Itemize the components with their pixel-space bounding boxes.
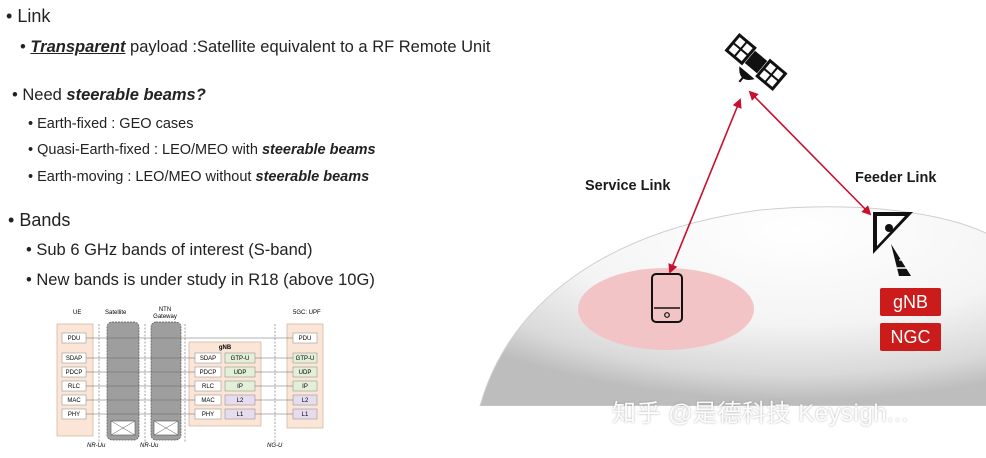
ue-stack: SDAP PDCP RLC MAC PHY bbox=[61, 352, 87, 420]
svg-text:PDCP: PDCP bbox=[200, 370, 217, 376]
bullet-quasi: • Quasi-Earth-fixed : LEO/MEO with steer… bbox=[28, 142, 376, 158]
nr-uu-label-1: NR-Uu bbox=[87, 443, 106, 449]
stack-ntn-label-2: Gateway bbox=[153, 314, 177, 320]
gnb-box: gNB bbox=[880, 288, 941, 316]
svg-text:RLC: RLC bbox=[68, 384, 81, 390]
svg-text:RLC: RLC bbox=[202, 384, 215, 390]
ntn-scene: Service Link Feeder Link gNB NGC bbox=[470, 0, 986, 453]
svg-text:SDAP: SDAP bbox=[66, 356, 82, 362]
transparent-emphasis: Transparent bbox=[30, 38, 126, 56]
bullet-earth-fixed: • Earth-fixed : GEO cases bbox=[28, 116, 194, 132]
watermark: 知乎 @是德科技 Keysigh... bbox=[612, 400, 909, 427]
svg-text:L1: L1 bbox=[302, 412, 309, 418]
ue-pdu: PDU bbox=[68, 336, 81, 342]
stack-upf-label: 5GC: UPF bbox=[293, 310, 321, 316]
svg-text:L2: L2 bbox=[302, 398, 309, 404]
gnb-stack: SDAP GTP-U PDCP UDP RLC IP MAC L2 PHY L1 bbox=[194, 352, 256, 420]
svg-text:SDAP: SDAP bbox=[200, 356, 216, 362]
stack-satellite-label: Satellite bbox=[105, 310, 127, 316]
stack-ntn-label-1: NTN bbox=[159, 307, 171, 313]
satellite-icon bbox=[724, 32, 788, 92]
svg-text:MAC: MAC bbox=[201, 398, 215, 404]
nr-uu-label-2: NR-Uu bbox=[140, 443, 159, 449]
svg-text:L1: L1 bbox=[237, 412, 244, 418]
upf-pdu: PDU bbox=[299, 336, 312, 342]
stack-ue-label: UE bbox=[73, 310, 81, 316]
ntn-scene-svg bbox=[470, 32, 986, 453]
bullet-transparent: • Transparent payload :Satellite equival… bbox=[20, 38, 491, 56]
bullet-need: • Need steerable beams? bbox=[12, 86, 206, 104]
protocol-stack-diagram: UE Satellite NTN Gateway 5GC: UPF PDU SD… bbox=[56, 307, 324, 449]
service-link-label: Service Link bbox=[585, 178, 671, 194]
svg-text:L2: L2 bbox=[237, 398, 244, 404]
phone-icon bbox=[651, 273, 683, 323]
svg-text:GTP-U: GTP-U bbox=[231, 356, 250, 362]
bullet-moving: • Earth-moving : LEO/MEO without steerab… bbox=[28, 169, 370, 185]
ngc-box: NGC bbox=[880, 323, 941, 351]
stack-connectors bbox=[86, 324, 293, 442]
svg-text:PDCP: PDCP bbox=[66, 370, 83, 376]
service-link-arrow bbox=[668, 98, 742, 274]
svg-text:GTP-U: GTP-U bbox=[296, 356, 315, 362]
svg-text:UDP: UDP bbox=[299, 370, 312, 376]
stack-gnb-label: gNB bbox=[219, 345, 232, 351]
stack-ntn-box bbox=[150, 321, 182, 441]
feeder-link-label: Feeder Link bbox=[855, 170, 937, 186]
svg-text:UDP: UDP bbox=[234, 370, 247, 376]
svg-text:IP: IP bbox=[237, 384, 243, 390]
svg-text:PHY: PHY bbox=[68, 412, 80, 418]
bullet-link: • Link bbox=[6, 6, 51, 26]
stack-satellite-box bbox=[106, 321, 140, 441]
svg-text:IP: IP bbox=[302, 384, 308, 390]
feeder-link-arrow bbox=[748, 90, 872, 216]
svg-text:PHY: PHY bbox=[202, 412, 214, 418]
ground-station-dish-icon bbox=[873, 212, 913, 276]
ng-u-label: NG-U bbox=[267, 443, 283, 449]
bullet-sub6: • Sub 6 GHz bands of interest (S-band) bbox=[26, 241, 313, 259]
upf-stack: GTP-U UDP IP L2 L1 bbox=[292, 352, 318, 420]
svg-text:MAC: MAC bbox=[67, 398, 81, 404]
bullet-newbands: • New bands is under study in R18 (above… bbox=[26, 271, 375, 289]
bullet-bands: • Bands bbox=[8, 210, 71, 230]
